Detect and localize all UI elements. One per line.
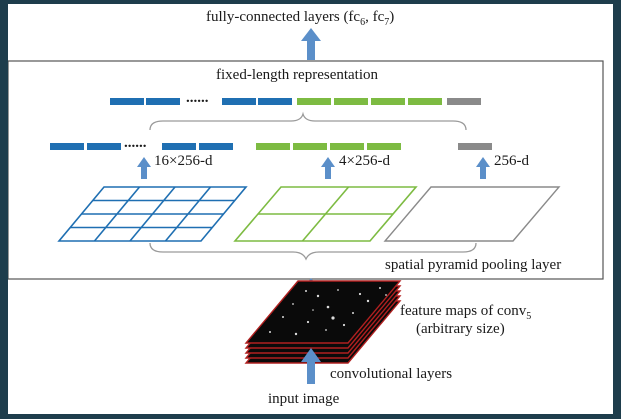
vector-segment-green xyxy=(371,98,405,105)
spp-layer-label: spatial pyramid pooling layer xyxy=(385,257,562,273)
fc-label-mid: , fc xyxy=(365,9,385,25)
vector-segment-green xyxy=(367,143,401,150)
vector-segment-green xyxy=(297,98,331,105)
dim-label-coarse: 256-d xyxy=(494,153,529,169)
pooling-grid-4x4 xyxy=(57,186,248,242)
arbitrary-size-label: (arbitrary size) xyxy=(416,321,505,337)
fc-label-main: fully-connected layers (fc xyxy=(206,9,361,25)
input-image-label: input image xyxy=(268,391,340,407)
upper-brace xyxy=(149,111,467,131)
vector-segment-green xyxy=(330,143,364,150)
vector-segment-green xyxy=(293,143,327,150)
fixed-length-vector xyxy=(110,98,481,105)
vector-segment-green xyxy=(256,143,290,150)
fc-label-end: ) xyxy=(389,9,395,25)
vector-dots-fine: ...... xyxy=(124,135,147,151)
level-vector-mid xyxy=(256,143,401,150)
feature-map-speckles xyxy=(269,287,387,336)
conv-layers-label: convolutional layers xyxy=(330,366,453,382)
feature-maps-stack xyxy=(244,280,402,364)
feature-map-top xyxy=(244,280,402,344)
vector-segment-blue xyxy=(87,143,121,150)
vector-segment-blue xyxy=(110,98,144,105)
vector-segment-blue xyxy=(146,98,180,105)
vector-dots-top: ...... xyxy=(186,90,209,106)
level-vector-fine xyxy=(50,143,233,150)
level-vector-coarse xyxy=(458,143,492,150)
dim-label-mid: 4×256-d xyxy=(339,153,390,169)
vector-segment-blue xyxy=(162,143,196,150)
vector-segment-blue xyxy=(199,143,233,150)
feature-maps-main: feature maps of conv xyxy=(400,303,527,319)
arrow-fine xyxy=(137,157,151,179)
vector-segment-gray xyxy=(447,98,481,105)
arrow-mid xyxy=(321,157,335,179)
vector-segment-blue xyxy=(222,98,256,105)
dim-label-fine: 16×256-d xyxy=(154,153,213,169)
feature-maps-sub: 5 xyxy=(526,311,532,322)
vector-segment-gray xyxy=(458,143,492,150)
lower-brace xyxy=(149,242,477,261)
vector-segment-blue xyxy=(258,98,292,105)
arrow-to-fc xyxy=(301,28,321,60)
fixed-length-label: fixed-length representation xyxy=(216,67,379,83)
pooling-grid-1x1 xyxy=(383,186,561,242)
diagram-graphics xyxy=(8,28,604,384)
feature-maps-label: feature maps of conv5 xyxy=(400,304,531,322)
fc-layers-label: fully-connected layers (fc6, fc7) xyxy=(206,10,394,28)
diagram-canvas: fully-connected layers (fc6, fc7) fixed-… xyxy=(8,4,613,414)
vector-segment-blue xyxy=(50,143,84,150)
vector-segment-green xyxy=(334,98,368,105)
fc-sub-7: 7 xyxy=(384,17,390,28)
vector-segment-green xyxy=(408,98,442,105)
pooling-arrows xyxy=(137,157,490,179)
arrow-conv-to-features xyxy=(301,348,321,384)
arrow-coarse xyxy=(476,157,490,179)
pooling-grid-2x2 xyxy=(233,186,418,242)
spp-frame xyxy=(8,60,604,280)
fc-sub-6: 6 xyxy=(360,17,366,28)
